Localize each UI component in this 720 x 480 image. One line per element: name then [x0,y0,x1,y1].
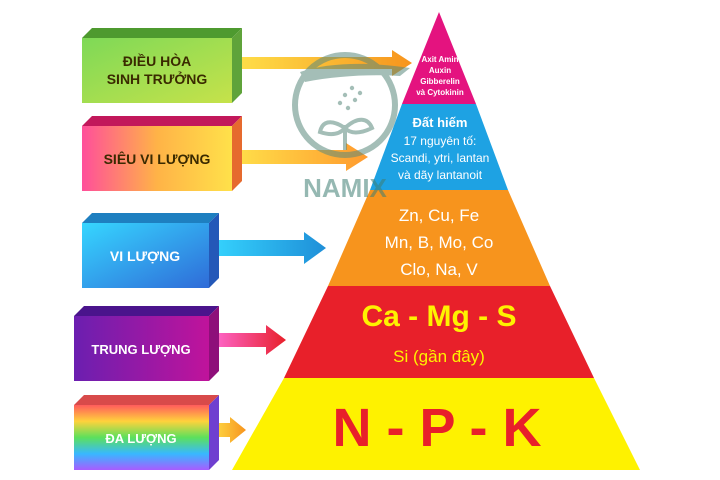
tier-secondary-line-1: Ca - Mg - S [362,300,517,333]
tier-micro-line-1: Zn, Cu, Fe [399,206,479,225]
box-dieu-hoa [82,28,242,103]
logo-ring [292,52,398,158]
arrow-4 [210,325,286,355]
tier-secondary [284,286,594,378]
namix-logo: NAMIX [292,52,410,203]
left-labels: ĐIỀU HÒA SINH TRƯỞNG SIÊU VI LƯỢNG VI LƯ… [91,52,210,446]
tier-micro [328,190,550,286]
logo-text: NAMIX [303,173,387,203]
tier-rare-line-3: Scandi, ytri, lantan [391,151,490,165]
tier-texts: Axit Amin Auxin Gibberelin và Cytokinin … [332,55,541,458]
tier-rare-line-1: Đất hiếm [413,115,468,130]
tier-macro [232,378,640,470]
tier-top-line-1: Axit Amin [421,55,458,64]
tier-top-line-2: Auxin [429,66,451,75]
label-trung-luong: TRUNG LƯỢNG [91,342,190,357]
arrow-2 [232,143,368,171]
tier-macro-line-1: N - P - K [332,398,541,458]
tier-secondary-line-2: Si (gần đây) [393,347,485,366]
tier-rare [370,104,508,190]
pyramid-tiers [232,12,640,470]
logo-droplets-icon [337,85,363,111]
label-dieu-hoa-line-1: ĐIỀU HÒA [123,52,191,69]
tier-rare-line-2: 17 nguyên tố: [404,134,477,148]
box-sieu-vi-luong [82,116,242,191]
logo-sprout-icon [317,117,375,150]
logo-hand-icon [300,63,410,82]
label-da-luong: ĐA LƯỢNG [105,431,176,446]
tier-top-line-3: Gibberelin [420,77,460,86]
tier-micro-line-2: Mn, B, Mo, Co [385,233,494,252]
box-da-luong [74,395,219,470]
label-vi-luong: VI LƯỢNG [110,248,180,264]
arrow-3 [208,232,326,264]
tier-top [402,12,476,104]
label-sieu-vi-luong: SIÊU VI LƯỢNG [104,150,211,167]
tier-top-line-4: và Cytokinin [416,88,464,97]
tier-rare-line-4: và dãy lantanoit [398,168,483,182]
box-trung-luong [74,306,219,381]
box-vi-luong [82,213,219,288]
tier-micro-line-3: Clo, Na, V [400,260,478,279]
left-boxes [74,28,242,470]
label-dieu-hoa-line-2: SINH TRƯỞNG [107,70,208,87]
